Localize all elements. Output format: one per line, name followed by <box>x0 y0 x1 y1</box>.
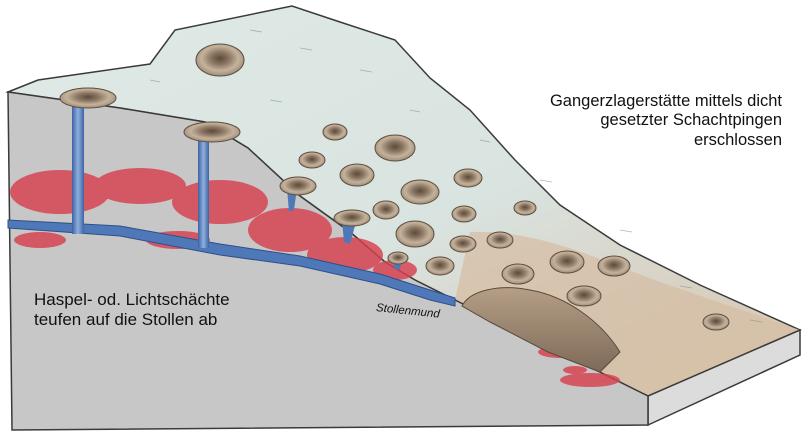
pit <box>401 180 439 204</box>
pit <box>184 122 240 142</box>
pit <box>550 251 584 273</box>
pit <box>567 286 601 306</box>
shaft-caption: Haspel- od. Lichtschächte teufen auf die… <box>34 290 230 330</box>
pit <box>598 256 630 276</box>
deposit-caption: Gangerzlagerstätte mittels dicht gesetzt… <box>550 92 782 150</box>
pit <box>450 236 476 252</box>
pit <box>703 314 729 330</box>
pit <box>396 221 434 247</box>
pit <box>340 164 374 186</box>
pit <box>487 232 513 248</box>
pit <box>514 201 536 215</box>
deposit-caption-line-3: erschlossen <box>550 131 782 150</box>
pit <box>426 257 454 275</box>
deposit-caption-line-2: gesetzter Schachtpingen <box>550 111 782 130</box>
pit <box>280 177 316 195</box>
pit <box>299 152 325 168</box>
pit <box>454 169 482 187</box>
shaft-1 <box>72 100 84 234</box>
deposit-caption-line-1: Gangerzlagerstätte mittels dicht <box>550 92 782 111</box>
pit <box>375 135 415 161</box>
shaft-2 <box>198 140 209 248</box>
pit <box>373 201 399 219</box>
pit <box>452 206 476 222</box>
pit <box>323 124 347 140</box>
pit <box>196 44 244 76</box>
pit <box>60 88 116 108</box>
shaft-caption-line-1: Haspel- od. Lichtschächte <box>34 290 230 310</box>
shaft-caption-line-2: teufen auf die Stollen ab <box>34 310 230 330</box>
pit <box>502 264 534 284</box>
pit <box>388 252 408 264</box>
pit <box>334 210 370 226</box>
